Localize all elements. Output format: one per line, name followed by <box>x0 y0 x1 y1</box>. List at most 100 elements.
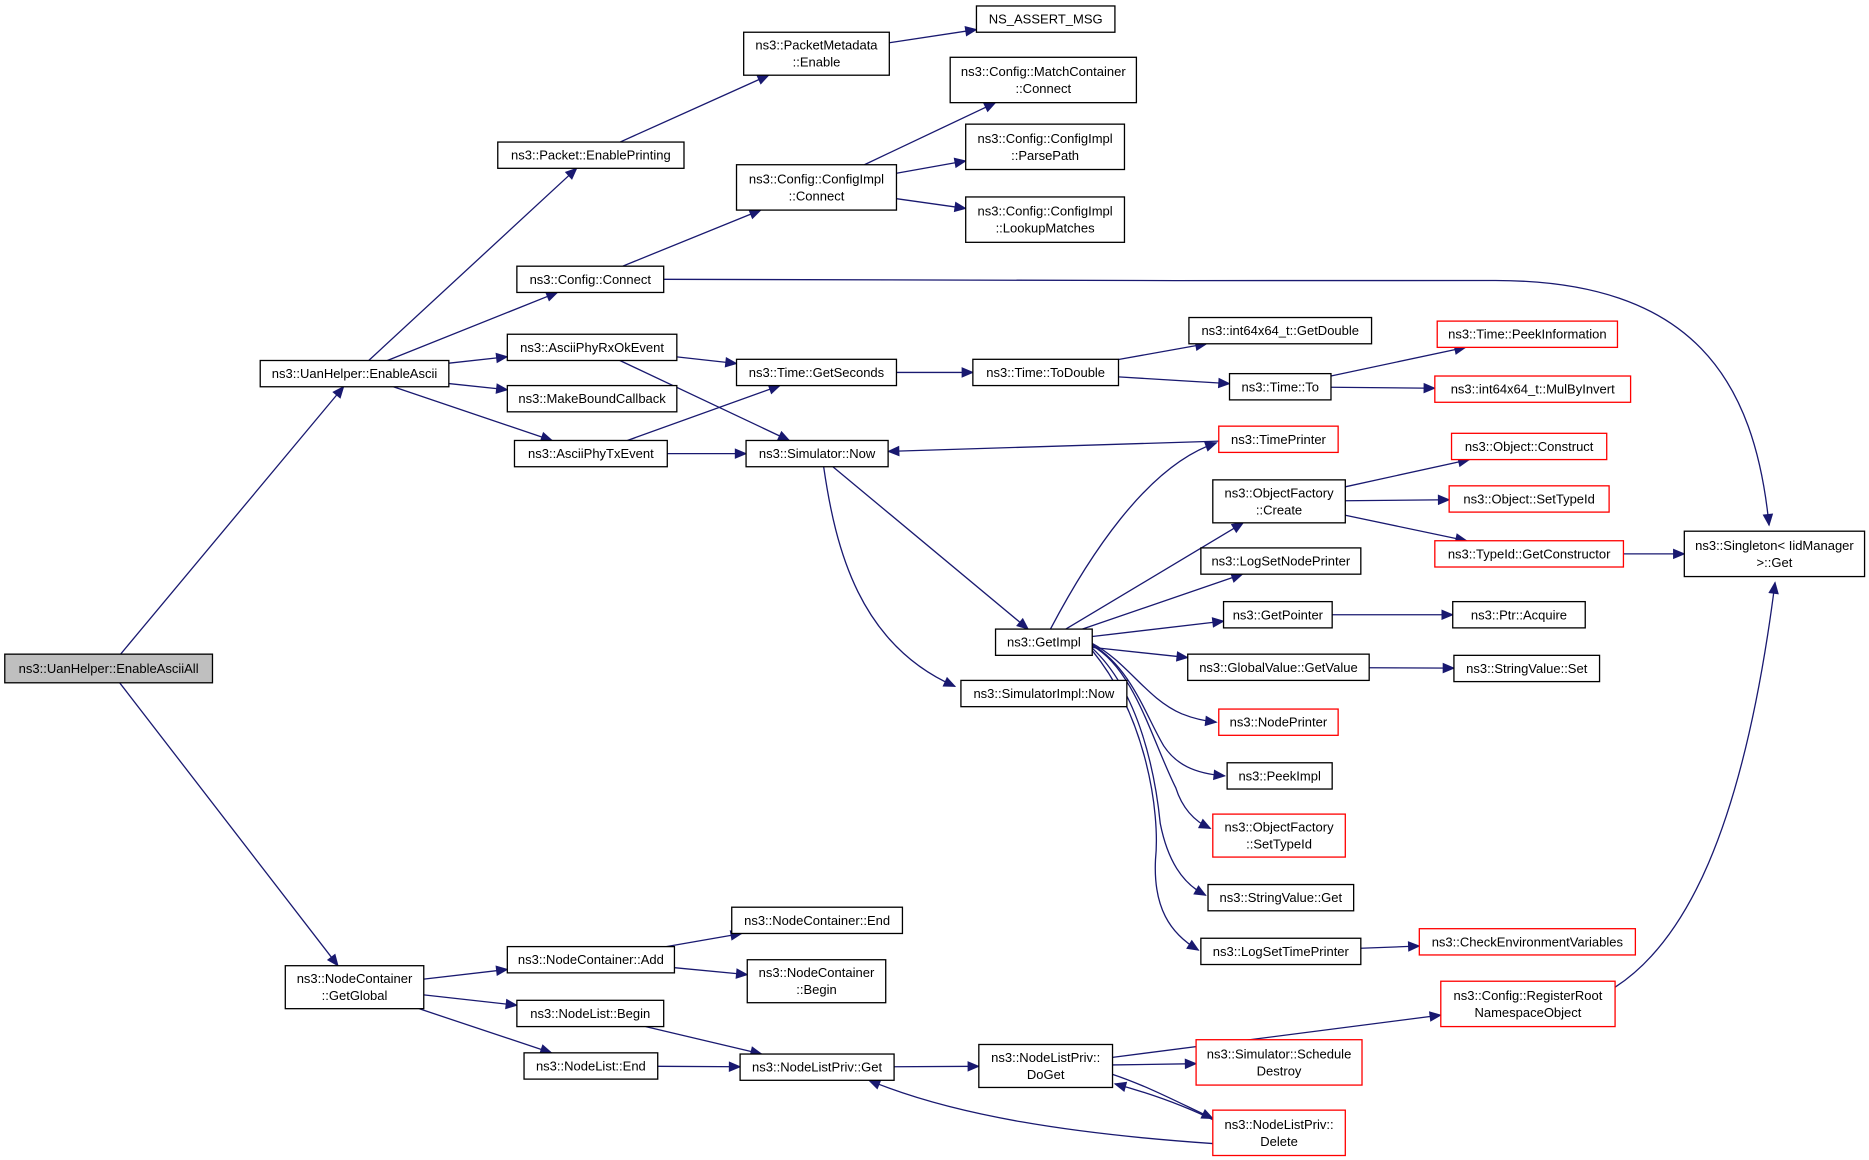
edge-line <box>1345 460 1469 487</box>
node-singleton-get[interactable]: ns3::Singleton< IidManager >::Get <box>1683 530 1866 578</box>
node-make-bound[interactable]: ns3::MakeBoundCallback <box>506 384 678 413</box>
node-lookup-matches[interactable]: ns3::Config::ConfigImpl::LookupMatches <box>965 196 1126 243</box>
node-node-printer[interactable]: ns3::NodePrinter <box>1218 708 1339 736</box>
arrowhead-icon <box>954 202 965 211</box>
edge-line <box>666 933 741 946</box>
node-log-set-time-printer[interactable]: ns3::LogSetTimePrinter <box>1200 937 1362 966</box>
node-box <box>965 196 1126 243</box>
node-enable-ascii[interactable]: ns3::UanHelper::EnableAscii <box>259 359 450 388</box>
node-pkt-meta-enable[interactable]: ns3::PacketMetadata::Enable <box>743 31 890 76</box>
node-get-seconds[interactable]: ns3::Time::GetSeconds <box>735 358 898 387</box>
node-of-set-type-id[interactable]: ns3::ObjectFactory::SetTypeId <box>1212 813 1346 858</box>
edge-line <box>1118 377 1229 384</box>
edge-txEvent-to-simNow <box>667 449 746 458</box>
call-edges <box>120 27 1778 1144</box>
node-time-to[interactable]: ns3::Time::To <box>1228 372 1332 401</box>
node-mul-by-invert[interactable]: ns3::int64x64_t::MulByInvert <box>1434 375 1632 403</box>
edge-line <box>1066 523 1243 629</box>
node-get-pointer[interactable]: ns3::GetPointer <box>1222 600 1333 629</box>
node-box <box>497 141 685 169</box>
node-rx-ok[interactable]: ns3::AsciiPhyRxOkEvent <box>506 333 678 362</box>
node-label: ns3::GetPointer <box>1233 607 1324 622</box>
node-pkt-enable-printing[interactable]: ns3::Packet::EnablePrinting <box>497 141 685 169</box>
node-get-impl[interactable]: ns3::GetImpl <box>994 628 1093 656</box>
node-sv-get[interactable]: ns3::StringValue::Get <box>1207 883 1355 912</box>
arrowhead-icon <box>888 447 899 456</box>
node-label: ::Begin <box>796 982 836 997</box>
node-label: ::SetTypeId <box>1246 837 1312 852</box>
node-get-global[interactable]: ns3::NodeContainer::GetGlobal <box>284 965 425 1010</box>
edge-simNow-to-simImplNow <box>824 467 955 687</box>
arrowhead-icon <box>496 966 507 975</box>
edge-getGlobal-to-ncAdd <box>424 966 508 979</box>
node-sv-set[interactable]: ns3::StringValue::Set <box>1453 654 1601 683</box>
node-label: ns3::Config::MatchContainer <box>961 64 1126 79</box>
arrowhead-icon <box>954 158 965 167</box>
node-ptr-acquire[interactable]: ns3::Ptr::Acquire <box>1452 600 1586 629</box>
node-config-connect[interactable]: ns3::Config::Connect <box>516 265 665 294</box>
node-check-env[interactable]: ns3::CheckEnvironmentVariables <box>1418 928 1637 956</box>
node-nl-end[interactable]: ns3::NodeList::End <box>523 1052 659 1080</box>
node-tx-event[interactable]: ns3::AsciiPhyTxEvent <box>513 439 668 468</box>
edge-line <box>1092 621 1223 636</box>
edge-line <box>1092 647 1187 657</box>
node-cfg-impl-connect[interactable]: ns3::Config::ConfigImpl::Connect <box>735 164 898 211</box>
node-obj-set-type-id[interactable]: ns3::Object::SetTypeId <box>1448 485 1610 513</box>
node-match-cont-connect[interactable]: ns3::Config::MatchContainer::Connect <box>949 56 1138 104</box>
node-box <box>1436 320 1619 349</box>
node-to-double[interactable]: ns3::Time::ToDouble <box>972 358 1120 387</box>
arrowhead-icon <box>1199 820 1211 829</box>
node-box <box>1448 485 1610 513</box>
node-label: ns3::Packet::EnablePrinting <box>511 148 671 163</box>
node-label: ns3::NodeContainer <box>297 971 413 986</box>
node-box <box>1218 425 1339 454</box>
node-box <box>259 359 450 388</box>
node-nc-add[interactable]: ns3::NodeContainer::Add <box>506 945 676 974</box>
node-sim-now[interactable]: ns3::Simulator::Now <box>745 439 889 468</box>
edge-simNow-to-getImpl <box>833 467 1028 629</box>
edge-line <box>1092 645 1225 776</box>
node-parse-path[interactable]: ns3::Config::ConfigImpl::ParsePath <box>965 123 1126 171</box>
node-ns-assert[interactable]: NS_ASSERT_MSG <box>975 5 1116 33</box>
node-obj-construct[interactable]: ns3::Object::Construct <box>1450 432 1608 461</box>
edge-line <box>120 683 338 966</box>
node-peek-info[interactable]: ns3::Time::PeekInformation <box>1436 320 1619 349</box>
node-peek-impl[interactable]: ns3::PeekImpl <box>1226 762 1333 790</box>
node-sim-impl-now[interactable]: ns3::SimulatorImpl::Now <box>960 679 1128 708</box>
edge-line <box>121 387 344 654</box>
node-int64-get-double[interactable]: ns3::int64x64_t::GetDouble <box>1188 316 1373 345</box>
node-label: ::Connect <box>789 188 845 203</box>
node-nlp-delete[interactable]: ns3::NodeListPriv::Delete <box>1212 1109 1346 1157</box>
node-box <box>1207 883 1355 912</box>
node-nlp-get[interactable]: ns3::NodeListPriv::Get <box>739 1053 895 1081</box>
edge-getImpl-to-gvGetValue <box>1092 647 1187 661</box>
node-label: ns3::SimulatorImpl::Now <box>973 686 1114 701</box>
node-get-constructor[interactable]: ns3::TypeId::GetConstructor <box>1434 540 1625 568</box>
node-nl-begin[interactable]: ns3::NodeList::Begin <box>516 999 665 1028</box>
node-nc-end[interactable]: ns3::NodeContainer::End <box>731 906 904 935</box>
node-label: DoGet <box>1027 1067 1065 1082</box>
arrowhead-icon <box>1187 941 1199 951</box>
edge-line <box>1092 646 1210 829</box>
node-obj-fact-create[interactable]: ns3::ObjectFactory::Create <box>1212 479 1346 524</box>
node-box <box>739 1053 895 1081</box>
node-log-set-node-printer[interactable]: ns3::LogSetNodePrinter <box>1200 547 1362 575</box>
node-time-printer[interactable]: ns3::TimePrinter <box>1218 425 1339 454</box>
edge-line <box>1345 500 1449 501</box>
edge-configConnect-to-cfgImplConnect <box>623 210 761 266</box>
node-gv-get-value[interactable]: ns3::GlobalValue::GetValue <box>1187 653 1370 682</box>
edge-nlpDoGet-to-registerRoot <box>1113 1012 1441 1057</box>
edge-line <box>620 75 769 142</box>
arrowhead-icon <box>506 1000 517 1009</box>
edge-line <box>864 103 995 165</box>
node-nlp-do-get[interactable]: ns3::NodeListPriv::DoGet <box>978 1043 1114 1089</box>
node-box <box>731 906 904 935</box>
node-box <box>735 164 898 211</box>
node-root[interactable]: ns3::UanHelper::EnableAsciiAll <box>4 653 214 684</box>
node-box <box>506 333 678 362</box>
edge-objFactCreate-to-objSetTypeId <box>1345 495 1449 504</box>
node-box <box>1212 813 1346 858</box>
node-nc-begin[interactable]: ns3::NodeContainer::Begin <box>746 959 887 1004</box>
